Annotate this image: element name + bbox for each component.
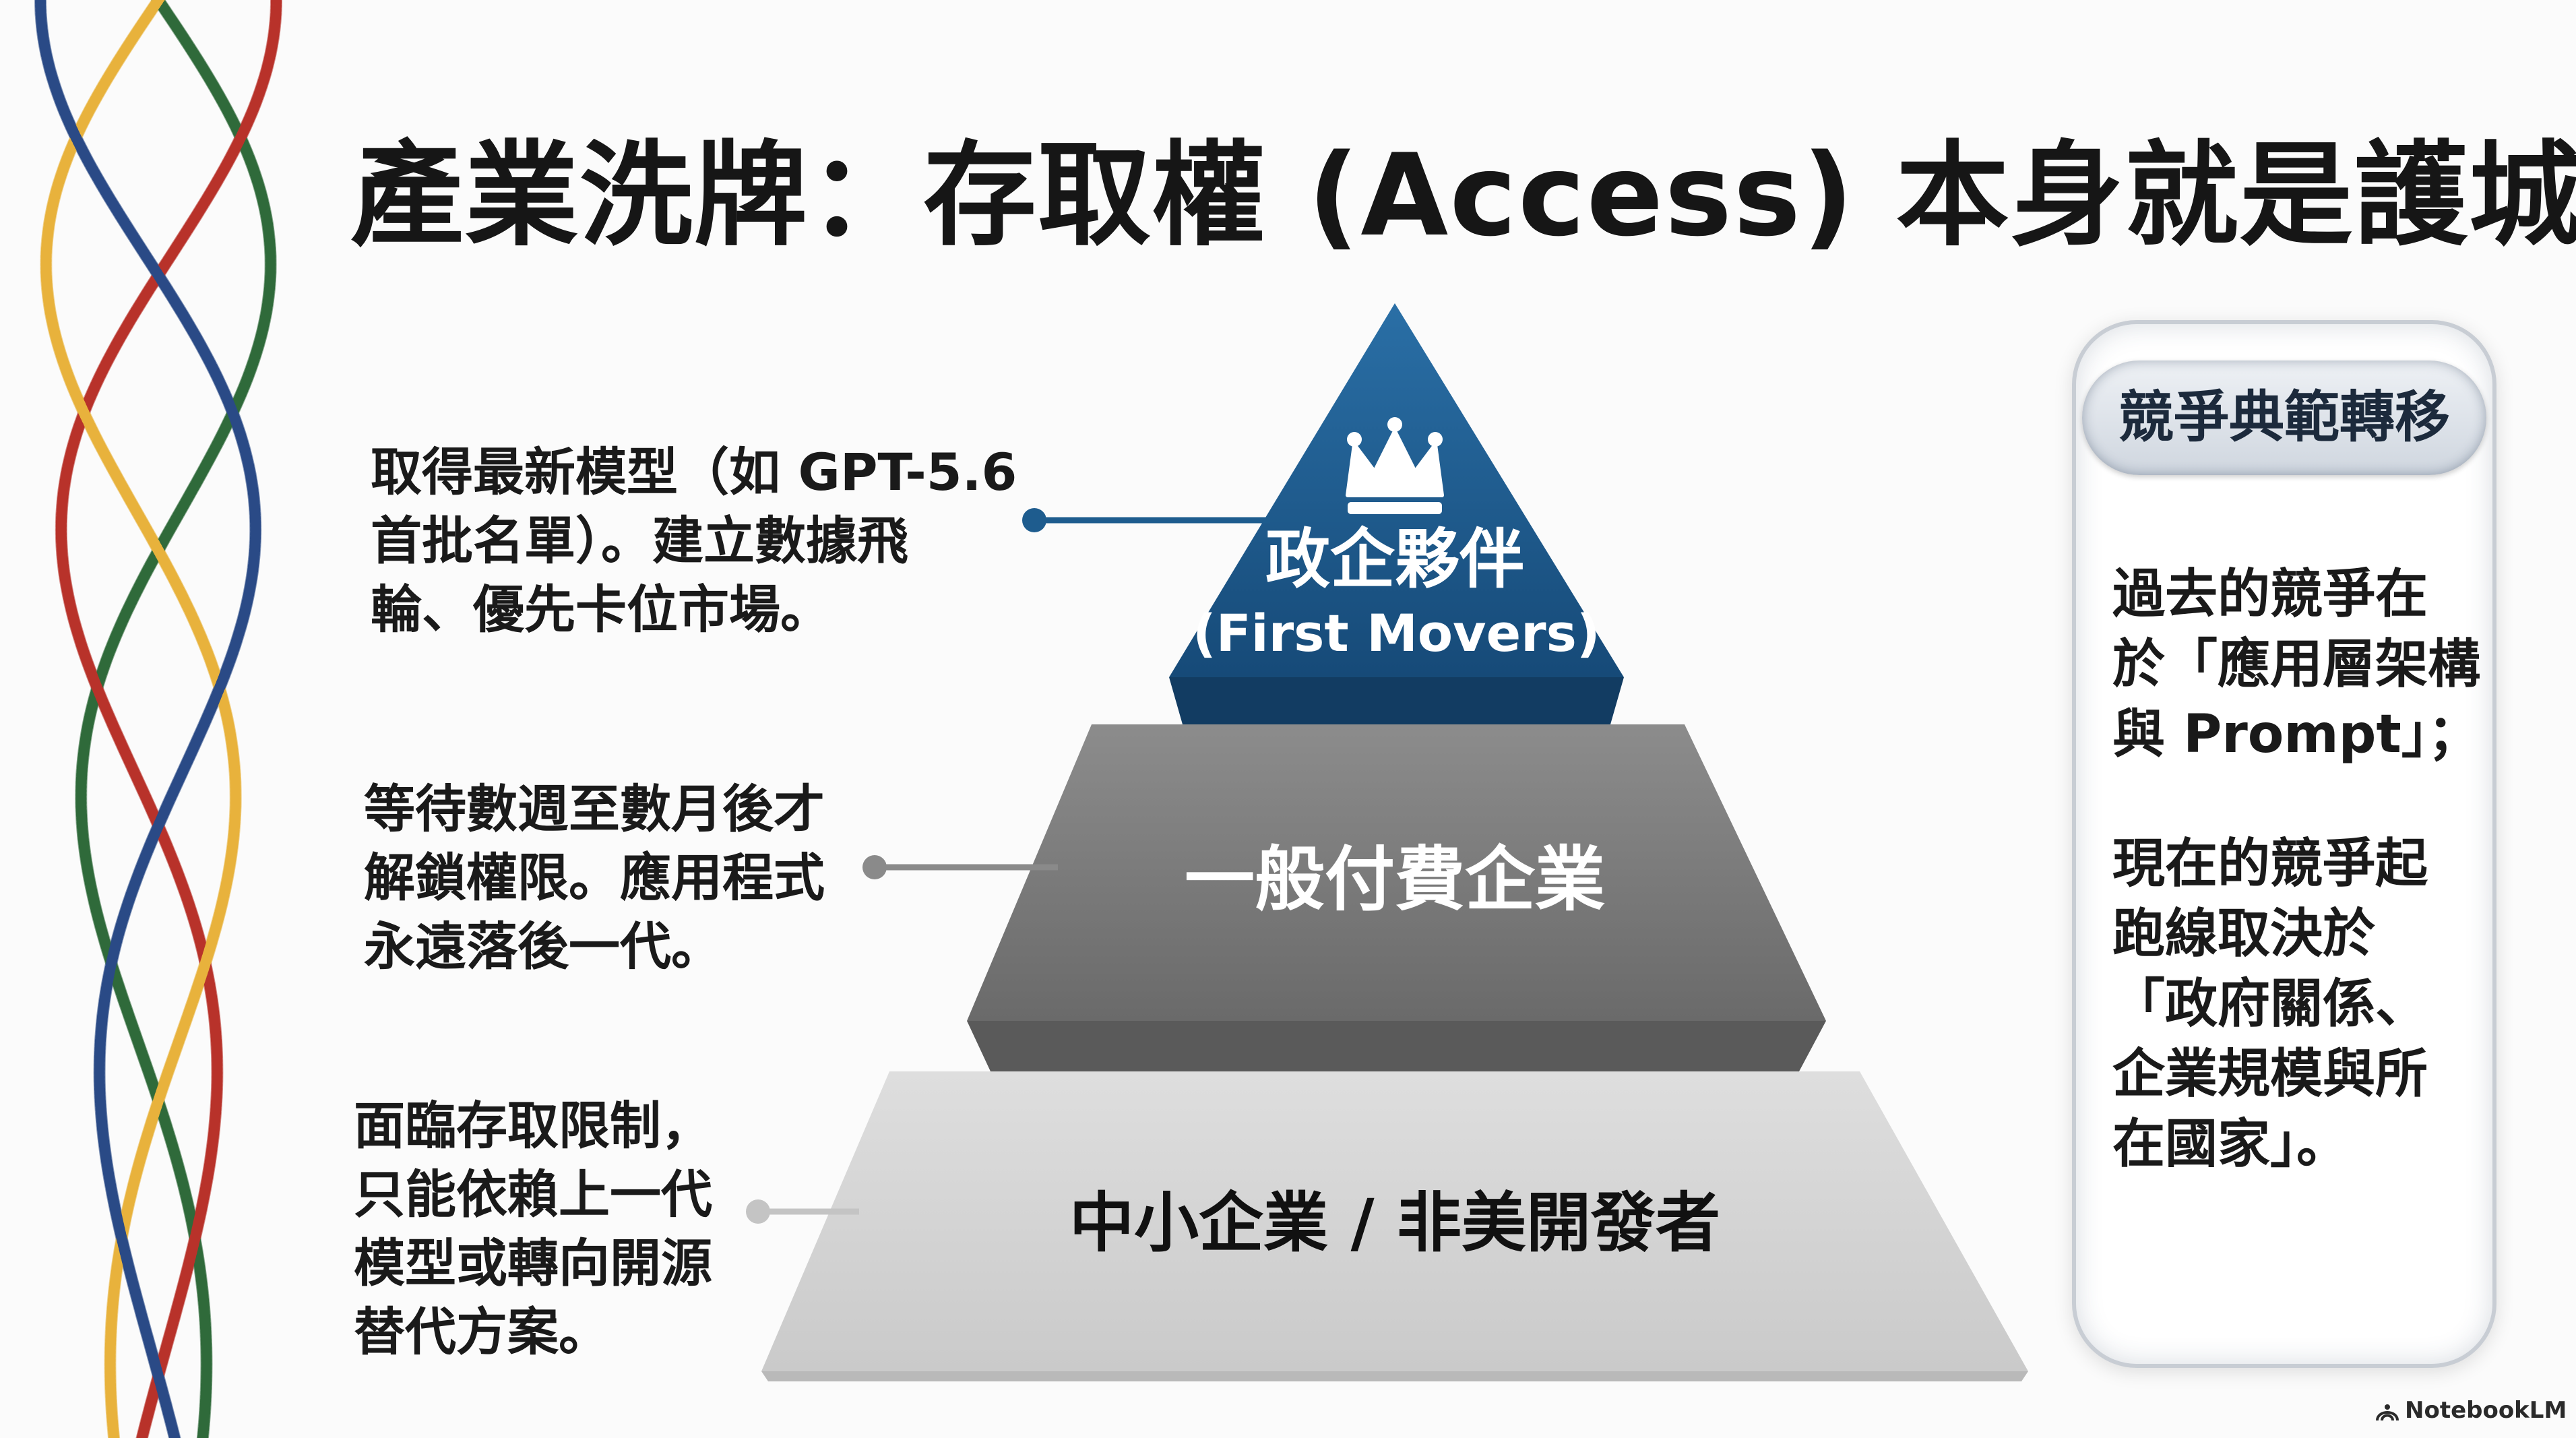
- pyramid-tier-middle-edge: [967, 1021, 1826, 1071]
- connector-bottom: [746, 1199, 859, 1224]
- watermark-text: NotebookLM: [2405, 1397, 2567, 1424]
- panel-now-line: 「政府關係、: [2112, 974, 2428, 1034]
- rope-strand: [75, 0, 276, 1438]
- panel-now-line: 現在的競爭起: [2112, 834, 2428, 894]
- panel-now-text: 現在的競爭起 跑線取決於 「政府關係、 企業規模與所 在國家」。: [2112, 829, 2490, 1179]
- description-bottom-line: 模型或轉向開源: [354, 1233, 712, 1293]
- panel-badge: 競爭典範轉移: [2082, 361, 2486, 475]
- description-middle-line: 解鎖權限。應用程式: [364, 848, 825, 908]
- decorative-ropes: [34, 0, 282, 1438]
- pyramid-tier-bottom: [761, 1071, 2028, 1371]
- rope-strand: [40, 0, 241, 1438]
- description-top: 取得最新模型（如 GPT-5.6 首批名單）。建立數據飛 輪、優先卡位市場。: [371, 438, 1044, 644]
- connector-middle: [862, 855, 1058, 879]
- notebooklm-watermark: NotebookLM: [2375, 1394, 2571, 1427]
- pyramid-tier-bottom-edge: [761, 1371, 2028, 1381]
- description-top-line: 輪、優先卡位市場。: [371, 580, 831, 639]
- paradigm-shift-panel: [2072, 320, 2496, 1368]
- panel-now-line: 跑線取決於: [2112, 904, 2376, 964]
- description-top-line: 取得最新模型（如 GPT-5.6: [371, 442, 1017, 502]
- pyramid-tier-middle: [967, 724, 1826, 1021]
- tier-middle-title: 一般付費企業: [1184, 838, 1605, 920]
- pyramid-tier-top-edge: [1169, 677, 1624, 724]
- description-middle-line: 永遠落後一代。: [364, 916, 722, 976]
- description-bottom-line: 只能依賴上一代: [354, 1164, 712, 1224]
- tier-top-title: 政企夥伴: [1265, 522, 1524, 597]
- tier-top-subtitle: (First Movers): [1193, 603, 1600, 663]
- rope-strand: [35, 0, 261, 1438]
- notebooklm-logo-icon: [2376, 1404, 2399, 1421]
- crown-icon: [1346, 417, 1444, 514]
- panel-past-line: 與 Prompt」；: [2112, 704, 2480, 765]
- connector-top: [1022, 508, 1270, 532]
- panel-past-line: 過去的競爭在: [2112, 564, 2428, 625]
- panel-now-line: 企業規模與所: [2112, 1044, 2428, 1104]
- description-top-line: 首批名單）。建立數據飛: [371, 511, 908, 571]
- panel-now-line: 在國家」。: [2112, 1114, 2350, 1175]
- rope-strand: [55, 0, 282, 1438]
- description-bottom: 面臨存取限制， 只能依賴上一代 模型或轉向開源 替代方案。: [354, 1092, 839, 1367]
- description-bottom-line: 面臨存取限制，: [354, 1096, 712, 1156]
- description-middle: 等待數週至數月後才 解鎖權限。應用程式 永遠落後一代。: [364, 775, 903, 981]
- page-title: 產業洗牌：存取權 (Access) 本身就是護城河: [350, 129, 2576, 261]
- description-bottom-line: 替代方案。: [354, 1302, 610, 1362]
- tier-bottom-title: 中小企業 / 非美開發者: [1069, 1185, 1720, 1261]
- panel-past-text: 過去的競爭在 於「應用層架構 與 Prompt」；: [2112, 559, 2490, 770]
- panel-past-line: 於「應用層架構: [2112, 634, 2481, 695]
- description-middle-line: 等待數週至數月後才: [364, 779, 825, 839]
